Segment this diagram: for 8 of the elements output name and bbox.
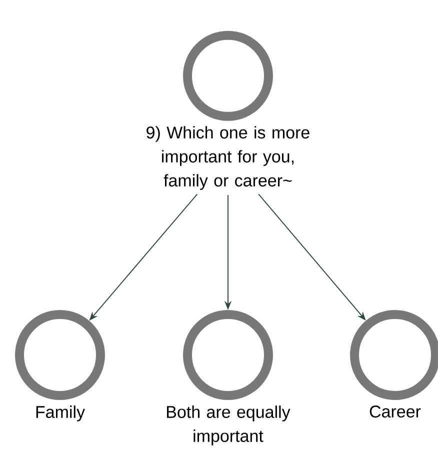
question-node: 9) Which one is more important for you, family or career~ bbox=[146, 30, 310, 190]
answer-node: Family bbox=[15, 310, 105, 422]
answer-node: Career bbox=[350, 310, 438, 418]
node-label: Career bbox=[370, 406, 421, 418]
node-label: 9) Which one is more important for you, family or career~ bbox=[146, 126, 310, 190]
answer-node: Both are equally important bbox=[167, 310, 290, 446]
node-label: Family bbox=[36, 406, 85, 422]
node-label: Both are equally important bbox=[167, 406, 290, 446]
